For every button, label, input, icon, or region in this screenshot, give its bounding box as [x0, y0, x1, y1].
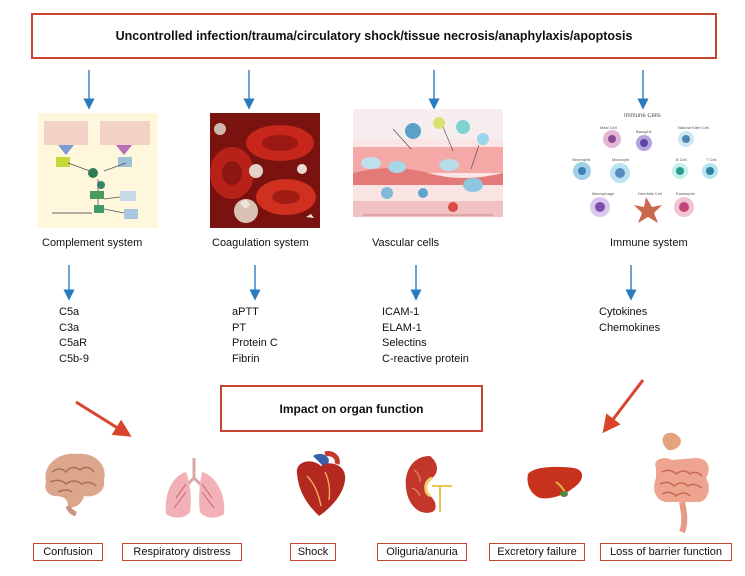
coagulation-label: Coagulation system	[212, 237, 309, 249]
intestine-icon	[654, 432, 709, 534]
immune-cell-label: Natural Killer Cell	[678, 125, 709, 130]
marker-item: Chemokines	[599, 321, 661, 334]
header-box: Uncontrolled infection/trauma/circulator…	[31, 13, 717, 59]
vascular-diagram	[353, 109, 503, 233]
marker-item: Protein C	[232, 337, 278, 349]
immune-panel-title: Immune Cells	[624, 113, 661, 119]
immune-cell-label: Monocyte	[612, 157, 630, 162]
marker-item: C5b-9	[59, 352, 89, 365]
organ-label-text: Loss of barrier function	[610, 546, 722, 558]
marker-item: aPTT	[232, 306, 259, 318]
heart-icon	[296, 451, 346, 516]
organ-label-shock: Shock	[290, 543, 336, 561]
marker-item: C3a	[59, 321, 80, 334]
impact-title: Impact on organ function	[279, 401, 424, 416]
marker-item: ELAM-1	[382, 321, 422, 334]
organ-label-text: Confusion	[43, 546, 93, 558]
organ-label-respiratory: Respiratory distress	[122, 543, 242, 561]
organ-label-text: Oliguria/anuria	[386, 546, 458, 558]
marker-item: C5aR	[59, 337, 88, 349]
organ-label-oliguria: Oliguria/anuria	[377, 543, 467, 561]
complement-label: Complement system	[42, 237, 143, 249]
complement-diagram	[38, 113, 158, 228]
immune-cell-label: Dendritic Cell	[638, 191, 662, 196]
marker-item: C-reactive protein	[382, 352, 469, 365]
immune-cell-label: B Cell	[676, 157, 687, 162]
liver-icon	[527, 466, 583, 499]
marker-item: ICAM-1	[382, 306, 420, 318]
vascular-label: Vascular cells	[372, 237, 440, 249]
complement-markers: C5a C3a C5aR C5b-9	[59, 305, 89, 367]
header-title: Uncontrolled infection/trauma/circulator…	[115, 29, 633, 43]
immune-label: Immune system	[610, 237, 688, 249]
lungs-icon	[165, 458, 225, 518]
red-arrow-left	[75, 400, 132, 437]
immune-cell-label: Mast Cell	[600, 125, 617, 130]
marker-item: PT	[232, 321, 247, 334]
organ-label-confusion: Confusion	[33, 543, 103, 561]
immune-markers: Cytokines Chemokines	[599, 305, 660, 336]
kidney-icon	[405, 456, 452, 513]
immune-cell-label: Eosinophil	[676, 191, 695, 196]
organ-label-excretory: Excretory failure	[489, 543, 585, 561]
immune-cell-label: Basophil	[636, 129, 652, 134]
marker-item: Selectins	[382, 337, 427, 349]
immune-diagram: Immune Cells Mast Cell Basophil Natural …	[566, 113, 726, 229]
vascular-markers: ICAM-1 ELAM-1 Selectins C-reactive prote…	[382, 305, 469, 367]
marker-item: C5a	[59, 306, 80, 318]
organ-label-barrier: Loss of barrier function	[600, 543, 732, 561]
immune-cell-label: Macrophage	[592, 191, 615, 196]
coagulation-markers: aPTT PT Protein C Fibrin	[232, 305, 278, 367]
organ-label-text: Excretory failure	[497, 546, 577, 558]
organ-label-text: Respiratory distress	[133, 546, 231, 558]
immune-cell-label: Neutrophil	[572, 157, 591, 162]
marker-item: Fibrin	[232, 352, 260, 365]
red-arrow-right	[602, 379, 645, 434]
impact-box: Impact on organ function	[220, 385, 483, 432]
organ-label-text: Shock	[297, 546, 329, 558]
brain-icon	[45, 453, 105, 517]
marker-item: Cytokines	[599, 306, 648, 318]
immune-cell-label: T Cell	[706, 157, 717, 162]
coagulation-diagram	[210, 113, 320, 228]
